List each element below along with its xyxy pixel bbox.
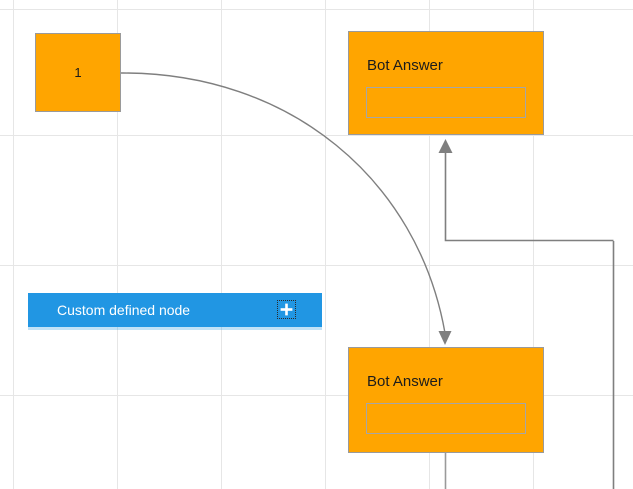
bot-answer-node-bottom[interactable]: Bot Answer [348, 347, 544, 453]
bot-answer-title: Bot Answer [367, 373, 443, 390]
orthogonal-connector-arrowhead [438, 139, 453, 153]
bot-answer-title: Bot Answer [367, 57, 443, 74]
bot-answer-slot[interactable] [366, 403, 526, 434]
custom-defined-node-label: Custom defined node [57, 302, 191, 318]
start-node-label: 1 [74, 65, 82, 80]
bot-answer-slot[interactable] [366, 87, 526, 118]
bot-answer-node-top[interactable]: Bot Answer [348, 31, 544, 135]
start-node[interactable]: 1 [35, 33, 121, 112]
curved-connector-arrowhead [438, 331, 452, 345]
custom-defined-node[interactable]: Custom defined node [28, 293, 322, 327]
orthogonal-connector-path [444, 152, 614, 242]
plus-icon[interactable] [277, 300, 296, 319]
